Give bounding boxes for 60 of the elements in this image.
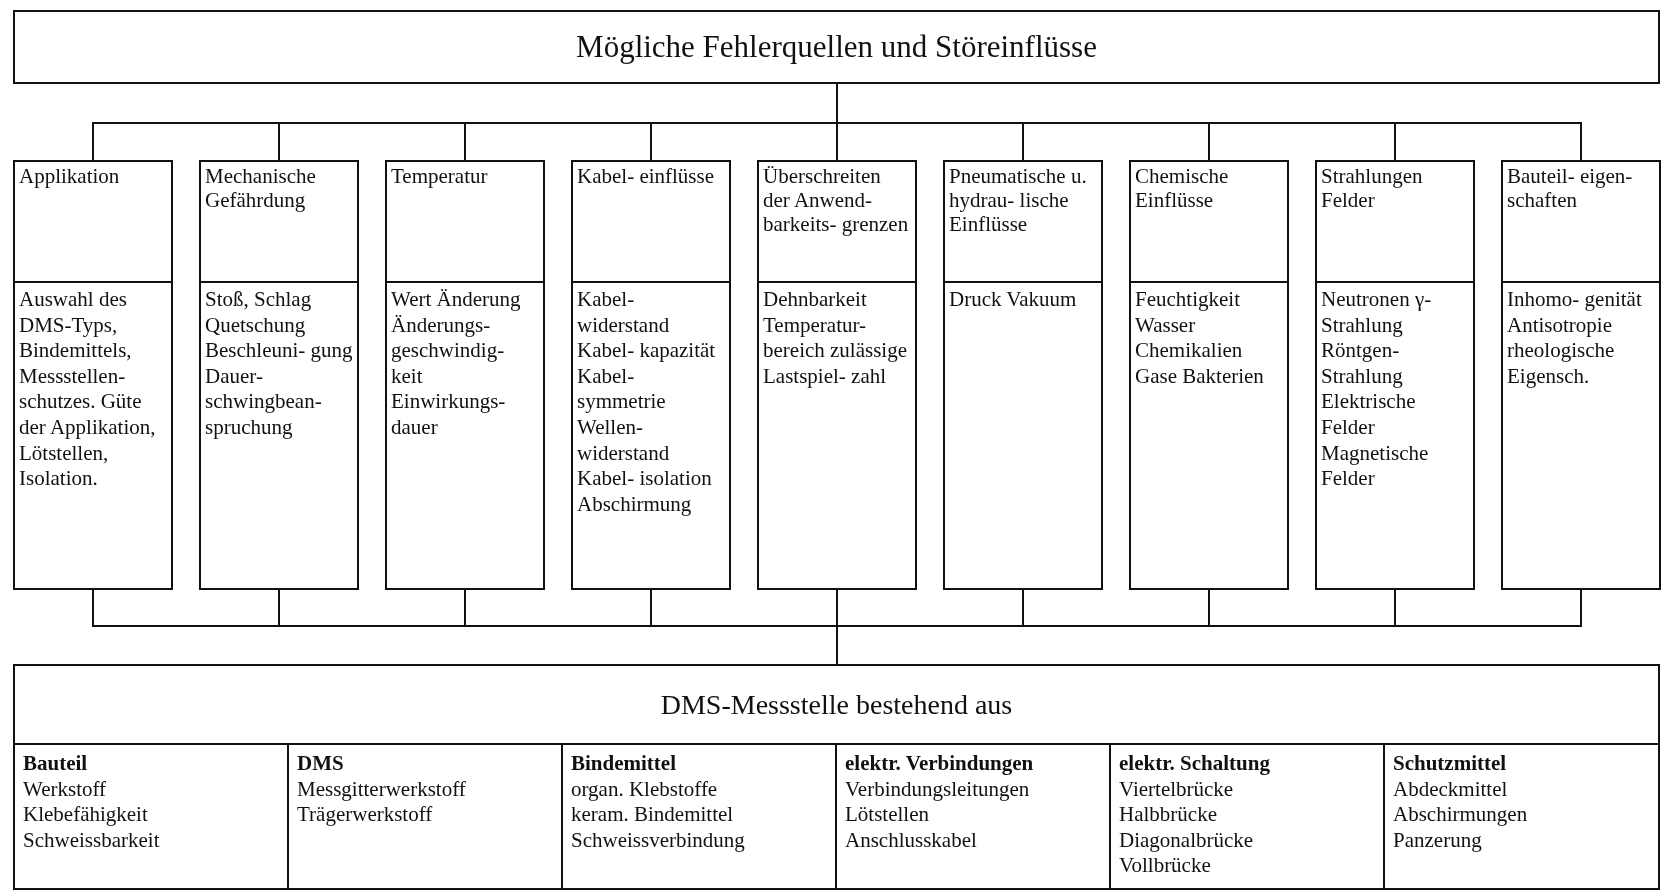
component-cell <box>1111 743 1385 888</box>
category-heading: Applikation <box>15 162 171 283</box>
category-heading: Strahlungen Felder <box>1317 162 1473 283</box>
component-item: Anschlusskabel <box>845 827 978 854</box>
component-item: Panzerung <box>1393 827 1483 854</box>
component-item: Verbindungsleitungen <box>845 776 1031 803</box>
category-heading: Kabel- einflüsse <box>573 162 729 283</box>
component-cell <box>15 743 289 888</box>
component-cell <box>563 743 837 888</box>
component-item: Schweissverbindung <box>571 827 746 854</box>
root-label: Mögliche Fehlerquellen und Störeinflüsse <box>576 29 1097 65</box>
component-heading: elektr. Schaltung <box>1119 751 1271 777</box>
component-heading: DMS <box>297 751 345 777</box>
category-details: Neutronen γ-Strahlung Röntgen- Strahlung Elektrische Felder Magnetische Felder <box>1320 286 1433 493</box>
category-heading: Bauteil- eigen- schaften <box>1503 162 1659 283</box>
component-item: Lötstellen <box>845 802 930 828</box>
category-box <box>199 160 359 590</box>
component-item: Trägerwerkstoff <box>297 802 434 828</box>
panel-heading: DMS-Messstelle bestehend aus <box>659 687 1014 722</box>
category-heading: Pneumatische u. hydrau- lische Einflüsse <box>945 162 1101 283</box>
component-cell <box>289 743 563 888</box>
category-box <box>13 160 173 590</box>
component-item: Schweissbarkeit <box>23 827 161 854</box>
component-heading: Bauteil <box>23 751 89 777</box>
category-details: Dehnbarkeit Temperatur- bereich zulässige Lastspiel- zahl <box>762 286 909 390</box>
component-item: Halbbrücke <box>1119 802 1218 828</box>
category-box <box>1129 160 1289 590</box>
component-item: keram. Bindemittel <box>571 802 735 828</box>
category-box <box>1315 160 1475 590</box>
category-box <box>943 160 1103 590</box>
component-heading: Schutzmittel <box>1393 751 1508 777</box>
category-heading: Überschreiten der Anwend- barkeits- grenzen <box>759 162 915 283</box>
category-details: Druck Vakuum <box>948 286 1078 313</box>
component-item: Abdeckmittel <box>1393 776 1509 803</box>
component-item: Viertelbrücke <box>1119 776 1235 803</box>
category-details: Feuchtigkeit Wasser Chemikalien Gase Bakterien <box>1134 286 1265 390</box>
category-details: Auswahl des DMS-Typs, Bindemittels, Messstellen- schutzes. Güte der Applikation, Lötstellen, Isolation. <box>18 286 157 493</box>
category-box <box>757 160 917 590</box>
category-details: Kabel- widerstand Kabel- kapazität Kabel- symmetrie Wellen- widerstand Kabel- isolation Abschirmung <box>576 286 717 518</box>
component-item: Klebefähigkeit <box>23 802 149 828</box>
component-heading: elektr. Verbindungen <box>845 751 1035 777</box>
component-item: organ. Klebstoffe <box>571 776 719 803</box>
title-box <box>13 10 1660 84</box>
component-item: Abschirmungen <box>1393 802 1529 828</box>
component-item: Vollbrücke <box>1119 853 1212 880</box>
component-cell <box>837 743 1111 888</box>
component-heading: Bindemittel <box>571 751 677 777</box>
component-item: Werkstoff <box>23 776 108 803</box>
category-details: Inhomo- genität Antisotropie rheologische Eigensch. <box>1506 286 1643 390</box>
component-item: Diagonalbrücke <box>1119 827 1255 854</box>
category-box <box>385 160 545 590</box>
category-heading: Temperatur <box>387 162 543 283</box>
category-heading: Chemische Einflüsse <box>1131 162 1287 283</box>
category-details: Wert Änderung Änderungs- geschwindig- keit Einwirkungs- dauer <box>390 286 522 442</box>
category-details: Stoß, Schlag Quetschung Beschleuni- gung Dauer- schwingbean- spruchung <box>204 286 354 442</box>
component-panel <box>13 664 1660 890</box>
category-box <box>1501 160 1661 590</box>
category-box <box>571 160 731 590</box>
category-heading: Mechanische Gefährdung <box>201 162 357 283</box>
component-item: Messgitterwerkstoff <box>297 776 467 803</box>
